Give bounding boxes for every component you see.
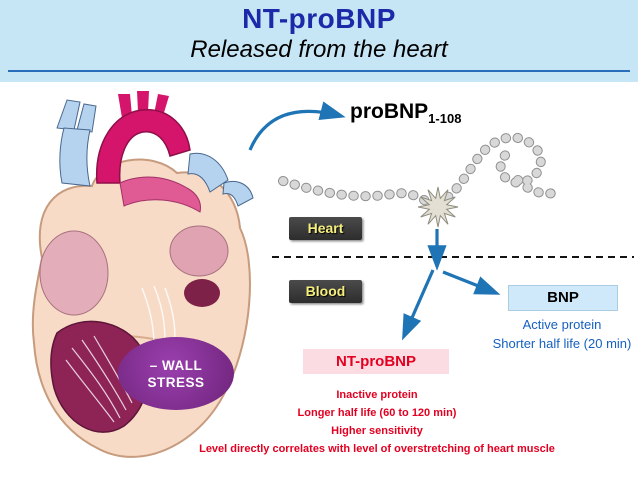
page-title: NT-proBNP <box>242 3 396 34</box>
ntprobnp-notes: Inactive protein Longer half life (60 to… <box>177 386 577 458</box>
arrow-to-bnp <box>442 270 501 295</box>
bnp-box: BNP <box>508 285 618 311</box>
cleavage-star-icon <box>417 186 459 228</box>
heart-compartment-label: Heart <box>289 217 362 240</box>
bnp-note: Shorter half life (20 min) <box>492 336 632 351</box>
probnp-label: proBNP1-108 <box>350 100 461 126</box>
header-band: NT-proBNP Released from the heart <box>0 0 638 82</box>
blood-compartment-label: Blood <box>289 280 362 303</box>
arrow-to-ntprobnp <box>402 269 435 341</box>
ntprobnp-note: Level directly correlates with level of … <box>199 443 555 455</box>
page-subtitle: Released from the heart <box>190 36 448 63</box>
wall-stress-line2: STRESS <box>147 374 205 390</box>
wall-stress-line1: – WALL <box>149 357 203 373</box>
ntprobnp-box: NT-proBNP <box>303 349 449 374</box>
bnp-notes: Active protein Shorter half life (20 min… <box>478 315 638 353</box>
ntprobnp-note: Higher sensitivity <box>331 425 423 437</box>
wall-stress-label: – WALL STRESS <box>118 337 234 410</box>
ntprobnp-note: Inactive protein <box>336 389 418 401</box>
probnp-subscript: 1-108 <box>428 111 462 127</box>
heart-illustration <box>31 91 254 458</box>
probnp-label-text: proBNP <box>350 100 429 123</box>
peptide-chain-icon <box>278 132 565 208</box>
ntprobnp-note: Longer half life (60 to 120 min) <box>297 407 457 419</box>
header-underline <box>8 70 630 72</box>
bnp-note: Active protein <box>522 317 602 332</box>
